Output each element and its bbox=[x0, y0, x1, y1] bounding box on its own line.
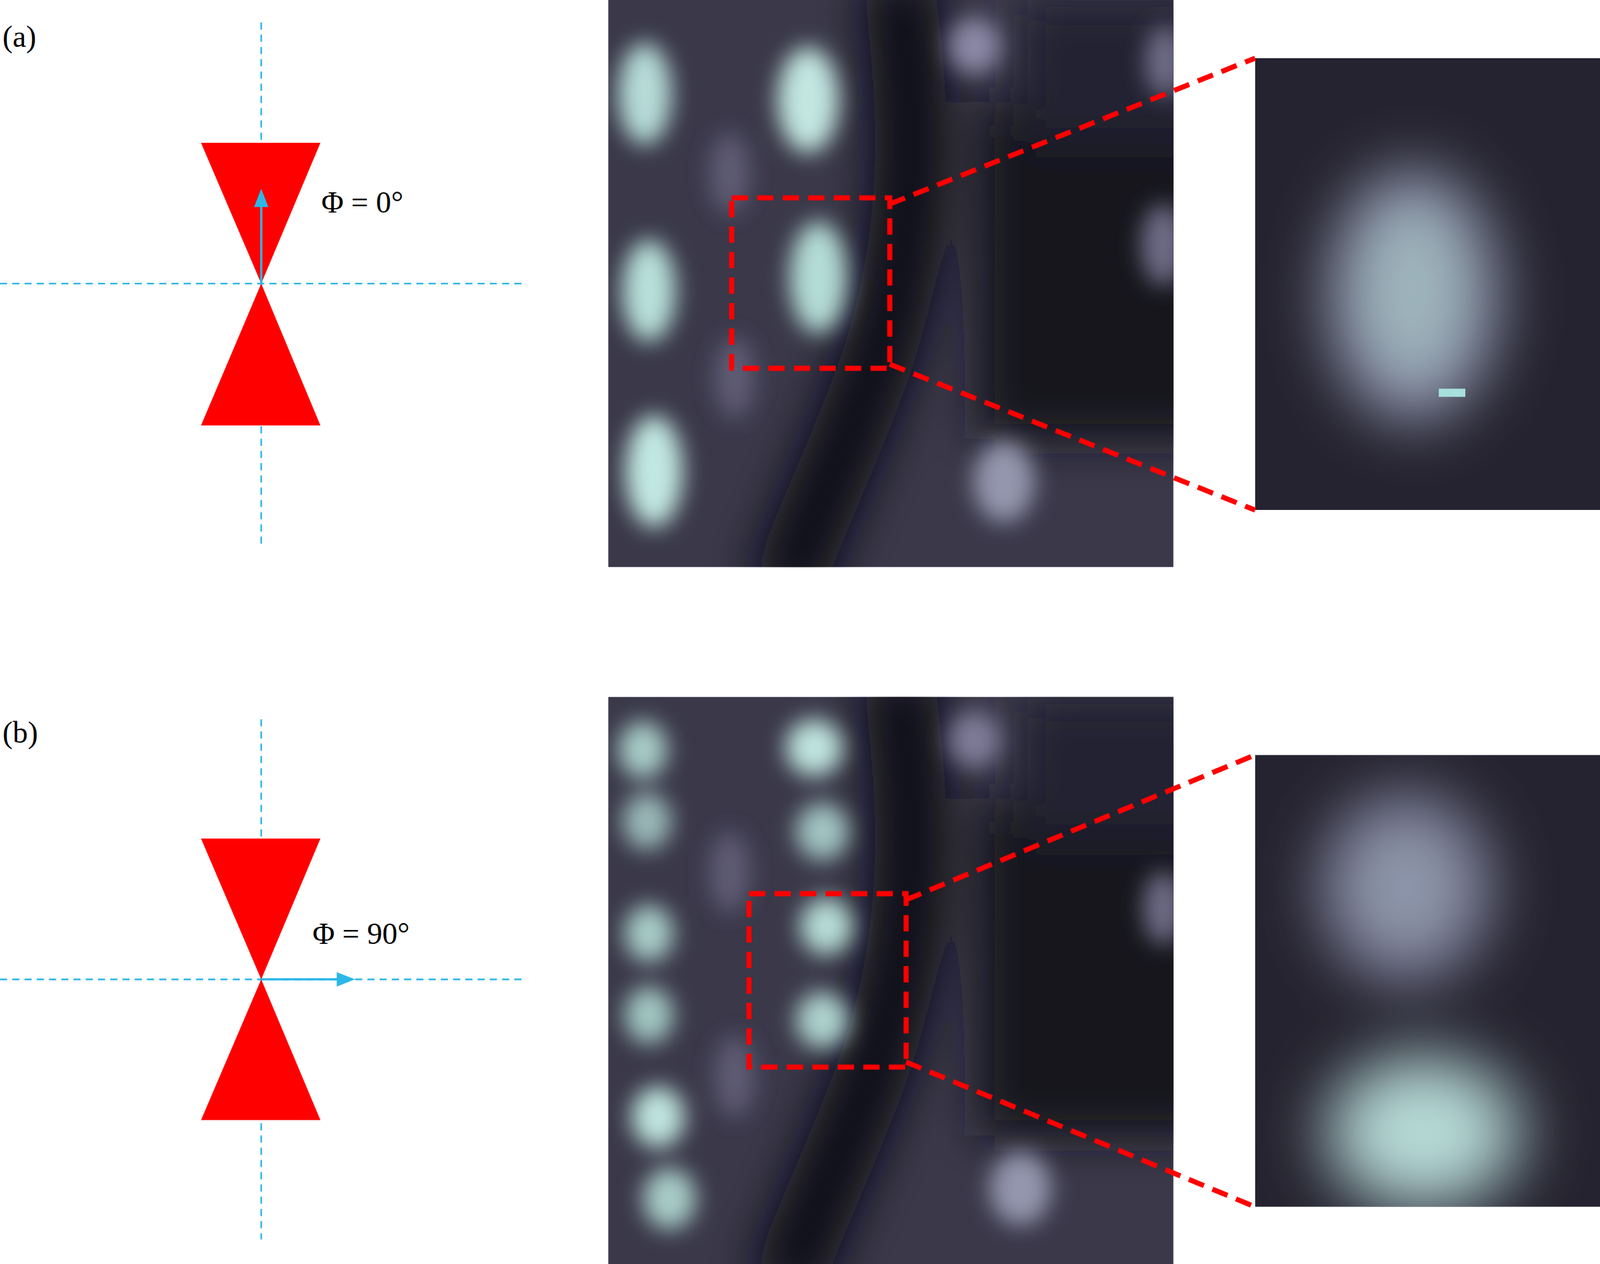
triangle bbox=[201, 838, 321, 980]
leader-line bbox=[889, 58, 1255, 205]
bowtie-diagram bbox=[0, 22, 523, 544]
angle-label: Φ = 90° bbox=[312, 916, 410, 951]
polarization-arrow bbox=[261, 978, 340, 981]
zoom-box bbox=[749, 893, 906, 1068]
arrowhead bbox=[254, 188, 269, 207]
axis-line bbox=[260, 22, 263, 544]
triangle bbox=[201, 283, 321, 426]
zoom-marker bbox=[731, 58, 1255, 1208]
leader-line bbox=[889, 364, 1255, 511]
leader-line bbox=[905, 1062, 1256, 1208]
polarization-arrow bbox=[260, 204, 263, 285]
panel-label: (a) bbox=[2, 18, 37, 54]
angle-label: Φ = 0° bbox=[321, 184, 404, 220]
zoom-inset bbox=[1255, 754, 1600, 1207]
triangle bbox=[201, 979, 321, 1121]
triangle bbox=[201, 142, 321, 285]
arrowhead bbox=[336, 972, 355, 987]
zoom-inset bbox=[1255, 58, 1600, 510]
microscopy-image bbox=[607, 696, 1174, 1264]
bowtie-diagram bbox=[0, 719, 523, 1240]
microscopy-image bbox=[607, 0, 1174, 568]
axis-line bbox=[0, 978, 523, 981]
zoom-box bbox=[731, 198, 890, 369]
leader-line bbox=[905, 754, 1256, 900]
bright-speck bbox=[1438, 388, 1466, 397]
panel-label: (b) bbox=[2, 714, 38, 750]
